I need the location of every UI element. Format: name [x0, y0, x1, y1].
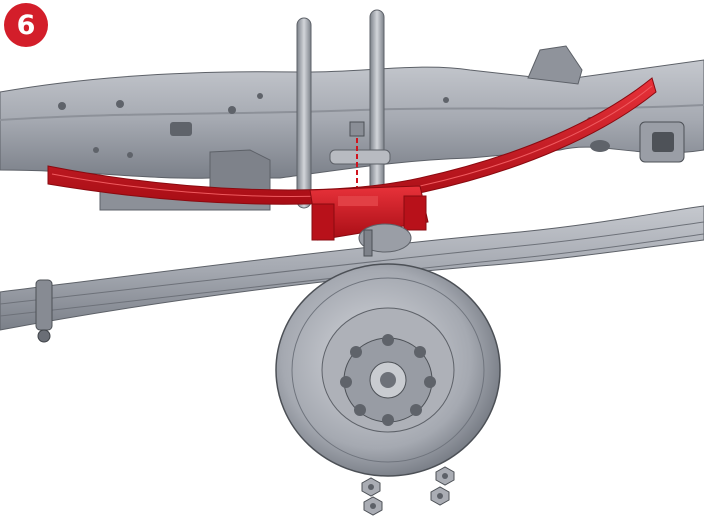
u-bolts: [296, 9, 391, 209]
frame-bracket: [527, 45, 685, 163]
center-bolt-head: [349, 121, 365, 137]
brake-drum-hub: [275, 263, 501, 477]
u-bolt-plate: [329, 149, 391, 165]
spring-clip: [35, 279, 53, 331]
axle-tube: [358, 223, 412, 257]
wheel-studs: [340, 334, 436, 426]
step-number-badge: 6: [4, 3, 48, 47]
lug-nuts: [361, 466, 455, 516]
step-number: 6: [16, 9, 36, 41]
